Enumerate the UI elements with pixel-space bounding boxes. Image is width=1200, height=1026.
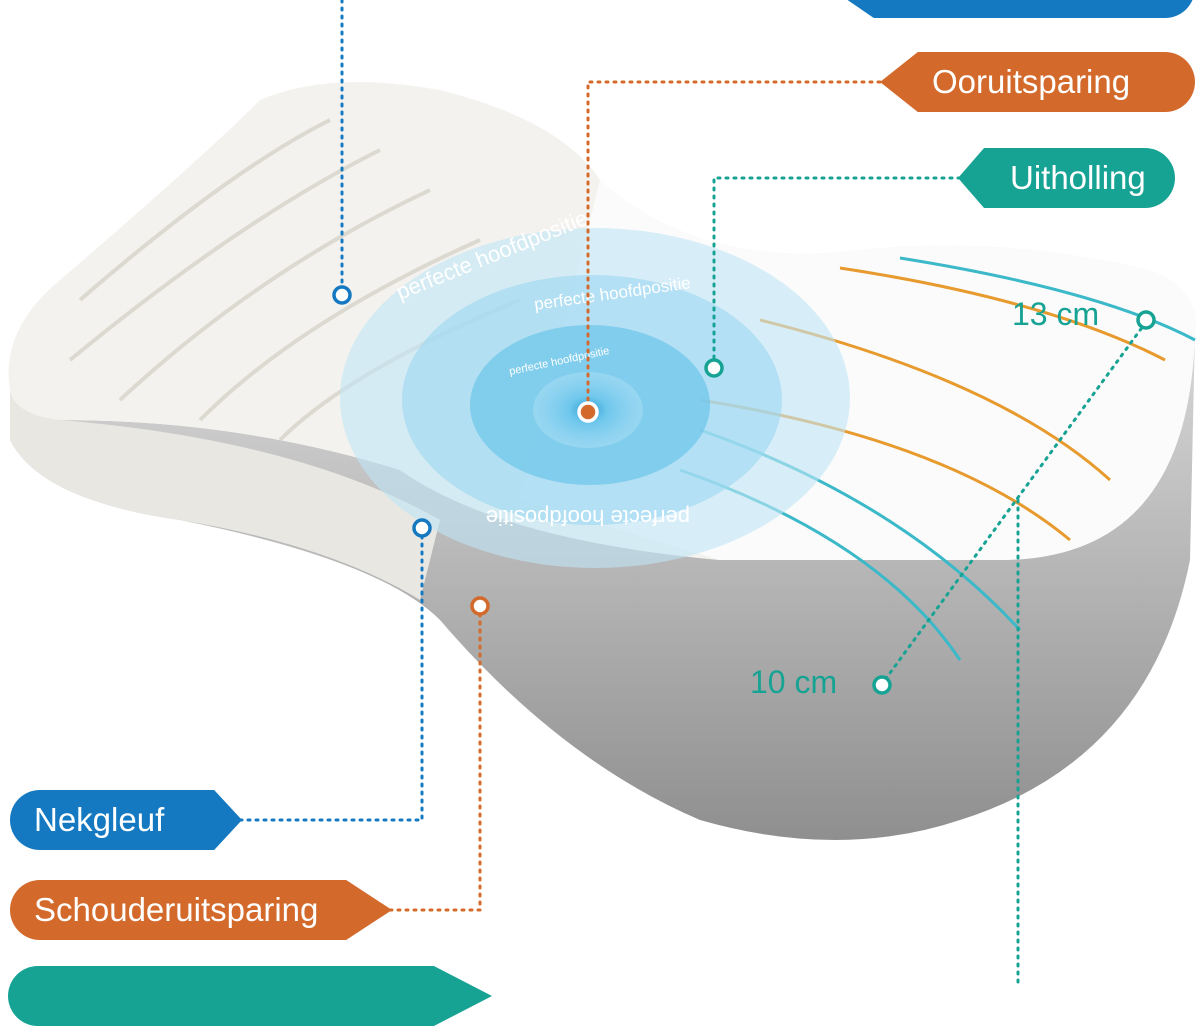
marker-neck-top	[332, 285, 352, 305]
label-ear-cutout: Ooruitsparing	[880, 52, 1195, 112]
marker-shoulder	[470, 596, 490, 616]
label-neck-groove: Nekgleuf	[10, 790, 242, 850]
pillow-illustration: perfecte hoofdpositie perfecte hoofdposi…	[8, 0, 1196, 984]
label-top-right	[830, 0, 1195, 18]
label-shoulder-cutout: Schouderuitsparing	[10, 880, 392, 940]
marker-hollow	[704, 358, 724, 378]
ring-text-bottom: perfecte hoofdpositie	[486, 505, 690, 530]
marker-10cm	[872, 675, 892, 695]
label-hollow: Uitholling	[958, 148, 1175, 208]
measurement-13cm: 13 cm	[1012, 296, 1100, 332]
foam-side	[10, 390, 440, 600]
label-bottom-left	[8, 966, 492, 1026]
measurement-10cm: 10 cm	[750, 664, 838, 700]
marker-ear	[577, 401, 599, 423]
marker-13cm	[1136, 310, 1156, 330]
pillow-side	[10, 330, 1195, 840]
marker-neck	[412, 518, 432, 538]
